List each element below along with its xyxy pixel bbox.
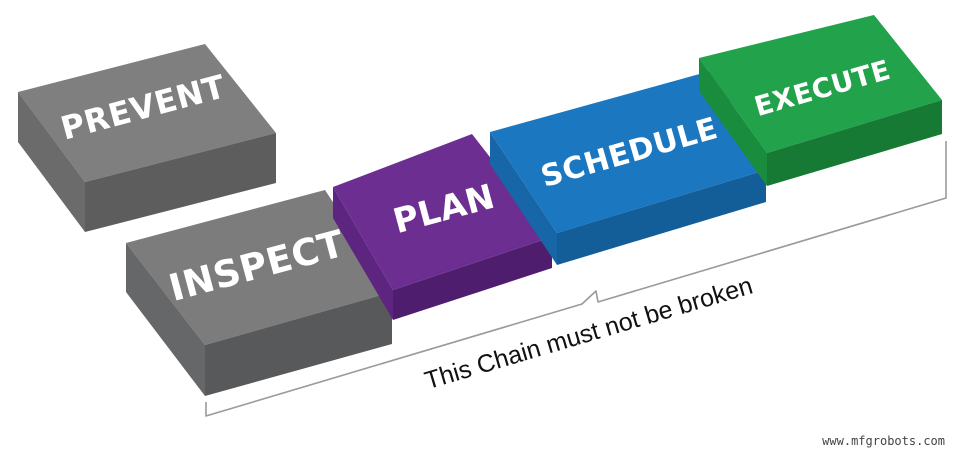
inspect-block-front: [205, 292, 392, 396]
inspect-block-top: [126, 190, 392, 345]
prevent-block: PREVENT: [18, 44, 276, 232]
execute-block-front: [767, 100, 942, 186]
inspect-block: INSPECT: [126, 190, 392, 396]
schedule-block-front: [557, 170, 766, 265]
execute-block-top: [699, 15, 942, 153]
schedule-block-left-side: [490, 132, 557, 265]
inspect-block-left-side: [126, 243, 205, 396]
prevent-block-front: [85, 133, 276, 232]
schedule-block-top: [490, 70, 766, 233]
schedule-block: SCHEDULE: [490, 70, 766, 265]
prevent-block-top: [18, 44, 276, 182]
execute-block: EXECUTE: [699, 15, 942, 186]
execute-block-left-side: [699, 58, 767, 186]
plan-block-left-side: [333, 187, 393, 320]
prevent-block-left-side: [18, 92, 85, 232]
chain-bracket: [205, 141, 947, 417]
watermark: www.mfgrobots.com: [822, 434, 945, 448]
plan-block-front: [393, 237, 552, 320]
